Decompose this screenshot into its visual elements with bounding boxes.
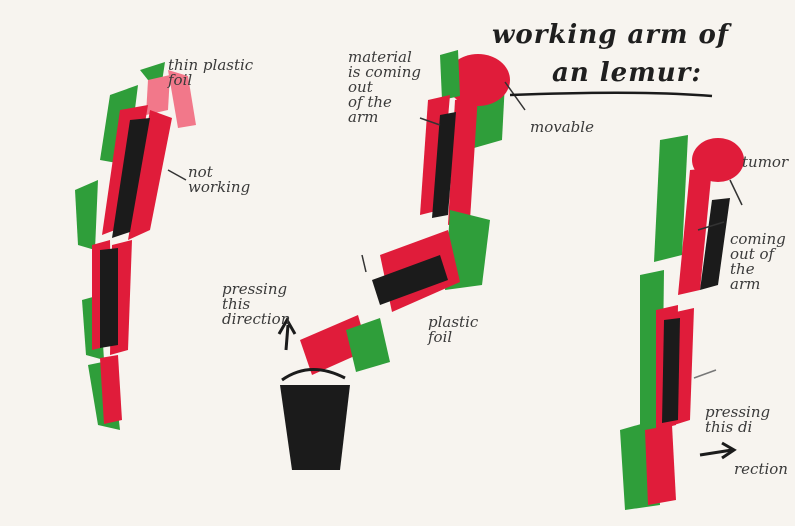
right-arm-pointer-low (694, 370, 716, 378)
left-arm-pointer (168, 170, 186, 180)
right-arm-pointer-tumor (730, 180, 742, 205)
label-material-coming-out: material is coming out of the arm (348, 50, 421, 125)
label-thin-plastic-foil: thin plastic foil (168, 58, 253, 88)
title-line-1: working arm of (492, 22, 729, 48)
title-underline (510, 93, 712, 96)
label-not-working: not working (188, 165, 250, 195)
bucket-icon (280, 385, 350, 470)
title-line-2: an lemur: (552, 60, 702, 86)
label-plastic-foil: plastic foil (428, 315, 478, 345)
label-pressing-direction-middle: pressing this direction (222, 282, 290, 327)
pressing-arrow-stem (286, 325, 288, 350)
label-tumor: tumor (742, 155, 788, 170)
left-arm-mid-green (75, 180, 98, 250)
left-arm-black-2 (100, 248, 118, 348)
left-arm-foil-pink (146, 75, 170, 115)
right-arm-black-2 (662, 318, 680, 423)
label-coming-out-right: coming out of the arm (730, 232, 786, 292)
middle-arm-top-green-2 (440, 50, 460, 100)
right-arm-upper-green (654, 135, 688, 262)
left-arm (75, 62, 196, 430)
label-rection-right: rection (734, 462, 788, 477)
right-arm (620, 135, 744, 510)
right-arm-hand-red (645, 425, 676, 505)
label-movable: movable (530, 120, 594, 135)
middle-arm-pointer-foil (362, 255, 366, 272)
label-pressing-right: pressing this di (705, 405, 770, 435)
